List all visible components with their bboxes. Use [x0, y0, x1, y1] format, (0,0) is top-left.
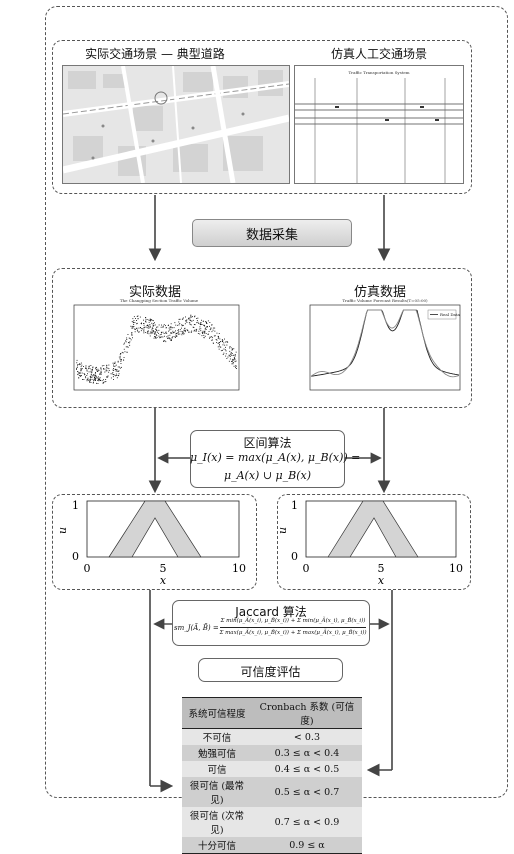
- sim-header: Traffic Transportation System: [348, 70, 409, 75]
- level-cell: 可信: [182, 761, 252, 777]
- x-axis-label: x: [160, 574, 167, 587]
- y-axis-label: u: [56, 527, 69, 534]
- real-chart-title: The Changping Section Traffic Volume: [120, 298, 199, 303]
- header-cronbach: Cronbach 系数 (可信度): [251, 697, 362, 729]
- membership-chart-right: 1 0 u 0 5 10 x: [277, 499, 463, 587]
- y-tick-0: 0: [72, 550, 79, 563]
- interval-title: 区间算法: [243, 436, 292, 450]
- table-row: 不可信< 0.3: [182, 728, 362, 745]
- membership-panel-left: [52, 494, 257, 590]
- jaccard-title: Jaccard 算法: [235, 605, 307, 619]
- level-cell: 十分可信: [182, 837, 252, 854]
- level-cell: 勉强可信: [182, 745, 252, 761]
- level-cell: 不可信: [182, 728, 252, 745]
- y-tick-0: 0: [291, 550, 298, 563]
- alpha-cell: < 0.3: [251, 728, 362, 745]
- membership-panel-right: [277, 494, 471, 590]
- road-map-image: [62, 65, 290, 184]
- scatter-points: [76, 314, 237, 384]
- data-panel: [52, 268, 472, 408]
- alpha-cell: 0.3 ≤ α < 0.4: [251, 745, 362, 761]
- membership-chart-left: 1 0 u 0 5 10 x: [56, 499, 246, 587]
- level-cell: 很可信 (最常见): [182, 777, 252, 807]
- x-tick-0: 0: [303, 562, 310, 575]
- sim-scene-title: 仿真人工交通场景: [330, 47, 427, 61]
- sim-data-title: 仿真数据: [353, 285, 406, 300]
- scene-panel: [52, 40, 472, 194]
- simulation-image: Traffic Transportation System: [294, 65, 464, 184]
- jaccard-algorithm-box: [172, 600, 370, 646]
- header-system-credibility: 系统可信程度: [182, 697, 252, 729]
- jaccard-lhs: sm_J(Ã, B̃) =: [174, 624, 219, 632]
- alpha-cell: 0.7 ≤ α < 0.9: [251, 807, 362, 837]
- x-tick-5: 5: [160, 562, 167, 575]
- y-tick-1: 1: [72, 499, 79, 512]
- arrows-top: [148, 195, 393, 793]
- x-tick-0: 0: [84, 562, 91, 575]
- x-axis-label: x: [378, 574, 385, 587]
- sim-chart-title: Traffic Volume Forecast Results(T=05:00): [342, 298, 428, 303]
- alpha-cell: 0.5 ≤ α < 0.7: [251, 777, 362, 807]
- interval-algorithm-box: [190, 430, 345, 488]
- table-row: 很可信 (最常见)0.5 ≤ α < 0.7: [182, 777, 362, 807]
- interval-formula-1: μ_I(x) = max(μ_A(x), μ_B(x)) =: [190, 451, 361, 464]
- table-row: 很可信 (次常见)0.7 ≤ α < 0.9: [182, 807, 362, 837]
- x-tick-5: 5: [378, 562, 385, 575]
- y-tick-1: 1: [291, 499, 298, 512]
- jaccard-denominator: Σ max(μ_Ã(x_i), μ_B̃(x_i)) + Σ max(μ_Ã(x…: [219, 630, 367, 636]
- interval-formula-2: μ_A(x) ∪ μ_B(x): [223, 469, 312, 482]
- real-scene-title: 实际交通场景 — 典型道路: [85, 47, 225, 61]
- sim-line-forecast: [310, 309, 460, 378]
- legend-label: Real Data: [440, 312, 461, 317]
- x-tick-10: 10: [232, 562, 246, 575]
- x-tick-10: 10: [449, 562, 463, 575]
- credibility-title-box: [198, 658, 343, 682]
- sim-data-chart: Traffic Volume Forecast Results(T=05:00)…: [300, 296, 465, 400]
- data-collection-button[interactable]: 数据采集: [192, 219, 352, 247]
- fraction-bar: [220, 627, 366, 628]
- real-data-title: 实际数据: [128, 285, 181, 300]
- jaccard-numerator: Σ min(μ_Ã(x_i), μ_B̃(x_i)) + Σ min(μ_Ã(x…: [220, 618, 366, 624]
- level-cell: 很可信 (次常见): [182, 807, 252, 837]
- y-axis-label: u: [277, 527, 289, 534]
- real-data-chart: The Changping Section Traffic Volume: [64, 296, 244, 400]
- alpha-cell: 0.9 ≤ α: [251, 837, 362, 854]
- alpha-cell: 0.4 ≤ α < 0.5: [251, 761, 362, 777]
- credibility-title: 可信度评估: [240, 665, 301, 679]
